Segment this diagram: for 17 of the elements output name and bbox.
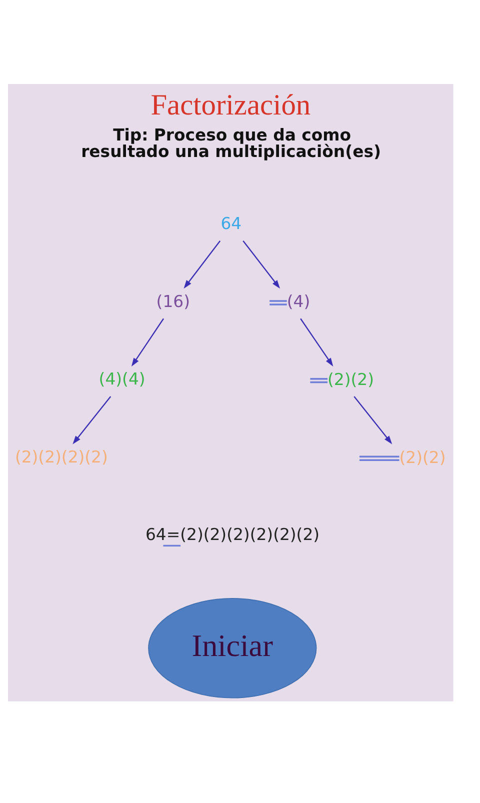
node-text: 64 (220, 213, 242, 232)
arrow (72, 396, 112, 444)
node-label: (2)(2) (399, 447, 446, 466)
node-text: (2)(2)(2)(2) (14, 446, 108, 466)
label: 64=(2)(2)(2)(2)(2)(2) (146, 524, 320, 544)
arrow (354, 396, 392, 444)
node-label: (2)(2) (328, 370, 374, 389)
node-label: (4) (286, 292, 310, 311)
arrow (184, 240, 221, 288)
arrow (242, 240, 280, 288)
node-text: (16) (156, 291, 190, 310)
node-ellipse: Iniciar (148, 598, 317, 698)
diagram-title: Factorización (150, 88, 311, 121)
arrow (300, 318, 334, 366)
node-text: (4)(4) (98, 369, 146, 388)
arrow (131, 318, 164, 366)
label: Tip: Proceso que da como resultado una multiplicaciòn(es) (81, 124, 382, 160)
